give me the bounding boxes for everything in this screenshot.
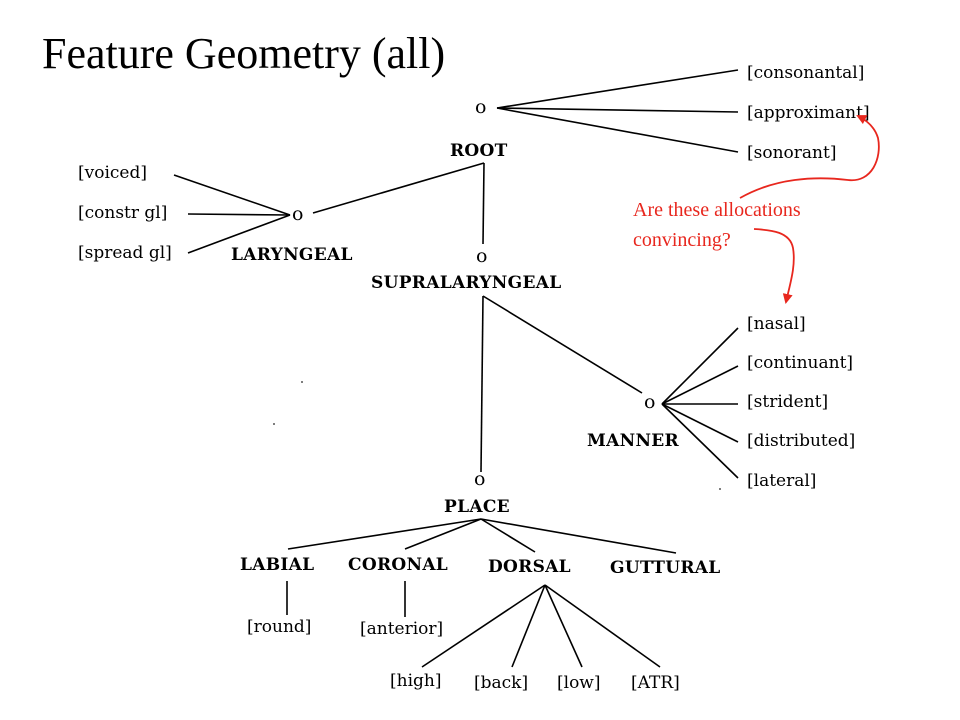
laryngeal-node-label: LARYNGEAL <box>231 245 353 265</box>
edge-dorsal-low <box>544 584 583 668</box>
edge-place-labial <box>287 518 482 550</box>
place-node-marker: o <box>474 468 485 490</box>
edge-root-approximant <box>496 107 739 113</box>
supralaryngeal-edges <box>480 295 643 473</box>
root-node-marker: o <box>475 96 486 118</box>
scan-speck <box>301 381 303 383</box>
edge-manner-nasal <box>661 327 739 405</box>
edge-laryngeal-constr-gl <box>187 213 291 216</box>
manner-node-marker: o <box>644 391 655 413</box>
edge-root-laryngeal <box>312 162 485 214</box>
edge-manner-continuant <box>661 365 739 405</box>
dorsal-edges <box>421 584 661 668</box>
edge-manner-lateral <box>661 403 739 479</box>
feature-approximant: [approximant] <box>747 103 870 123</box>
manner-node-label: MANNER <box>587 431 680 451</box>
page-title: Feature Geometry (all) <box>42 29 446 78</box>
edge-place-coronal <box>404 518 482 550</box>
edge-laryngeal-spread-gl <box>187 214 291 254</box>
feature-continuant: [continuant] <box>747 353 853 373</box>
edge-root-consonantal <box>496 69 739 109</box>
laryngeal-edges <box>173 174 291 254</box>
place-edges <box>286 518 677 617</box>
labial-node-label: LABIAL <box>240 555 314 575</box>
annotation-line-1: Are these allocations <box>633 199 801 221</box>
feature-lateral: [lateral] <box>747 471 816 491</box>
coronal-node-label: CORONAL <box>348 555 448 575</box>
feature-distributed: [distributed] <box>747 431 855 451</box>
feature-anterior: [anterior] <box>360 619 443 639</box>
feature-atr: [ATR] <box>631 673 680 693</box>
scan-speck <box>719 488 721 490</box>
feature-voiced: [voiced] <box>78 163 147 183</box>
edge-place-guttural <box>480 518 677 554</box>
supralaryngeal-node-marker: o <box>476 245 487 267</box>
edge-supralaryngeal-manner <box>482 295 643 394</box>
feature-sonorant: [sonorant] <box>747 143 836 163</box>
edge-laryngeal-voiced <box>173 174 291 216</box>
annotation-arrow-down <box>753 228 795 304</box>
edge-place-dorsal <box>480 518 536 553</box>
guttural-node-label: GUTTURAL <box>610 558 721 578</box>
feature-back: [back] <box>474 673 528 693</box>
dorsal-node-label: DORSAL <box>488 557 571 577</box>
feature-consonantal: [consonantal] <box>747 63 864 83</box>
supralaryngeal-node-label: SUPRALARYNGEAL <box>371 273 561 293</box>
feature-strident: [strident] <box>747 392 828 412</box>
feature-low: [low] <box>557 673 601 693</box>
feature-high: [high] <box>390 671 441 691</box>
edge-dorsal-high <box>421 584 546 668</box>
place-node-label: PLACE <box>444 497 510 517</box>
annotation-line-2: convincing? <box>633 229 731 251</box>
scan-speck <box>273 423 275 425</box>
laryngeal-node-marker: o <box>292 203 303 225</box>
feature-spread-gl: [spread gl] <box>78 243 172 263</box>
edge-dorsal-atr <box>544 584 661 668</box>
edge-dorsal-back <box>511 584 546 668</box>
feature-constr-gl: [constr gl] <box>78 203 167 223</box>
feature-round: [round] <box>247 617 311 637</box>
edge-supralaryngeal-place <box>480 295 484 473</box>
root-edges <box>312 69 739 245</box>
root-node-label: ROOT <box>450 141 508 161</box>
edge-manner-distributed <box>661 403 739 443</box>
edge-root-sonorant <box>496 107 739 153</box>
manner-edges <box>661 327 739 479</box>
annotation: Are these allocations convincing? <box>633 115 880 304</box>
edge-root-supralaryngeal <box>482 162 485 245</box>
feature-nasal: [nasal] <box>747 314 806 334</box>
annotation-arrow-up <box>739 115 880 199</box>
